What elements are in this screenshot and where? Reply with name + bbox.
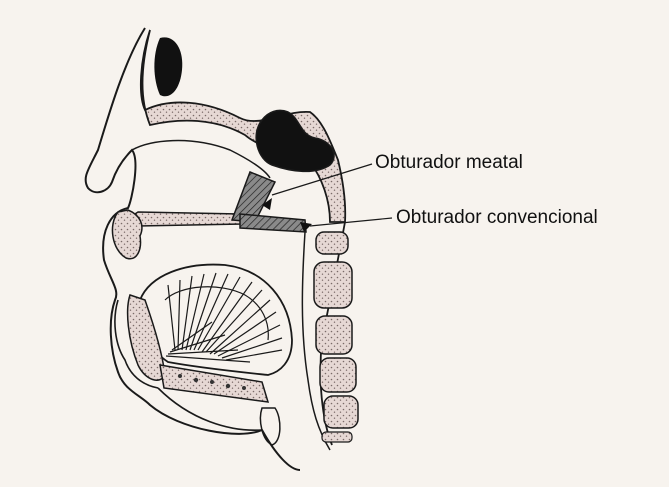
cervical-vertebrae [314,232,358,442]
frontal-sinus [154,37,182,96]
sphenoid-sinus [256,110,334,171]
label-conventional-obturator: Obturador convencional [396,208,598,227]
maxilla-upper-teeth [112,210,141,259]
conventional-obturator-shape [240,214,306,232]
hard-palate [134,212,243,226]
label-meatal-obturator: Obturador meatal [375,153,523,172]
hyoid-bone [260,408,279,445]
conventional-leader-line [310,218,392,226]
